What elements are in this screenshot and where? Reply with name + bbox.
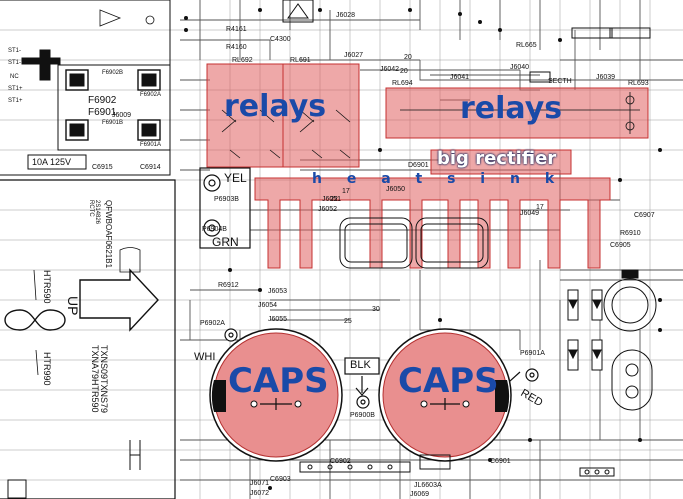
caps-label-right: CAPS — [398, 361, 499, 401]
fuse-rating-box — [27, 154, 87, 170]
pin-sl2: ST1- — [8, 60, 22, 66]
ref-j6040: J6040 — [510, 64, 530, 71]
relays-label-right: relays — [460, 91, 563, 126]
caps-label-left: CAPS — [228, 361, 329, 401]
wire-num-22: 22 — [330, 196, 338, 203]
fuse-f6902a-label: F6902A — [140, 92, 162, 98]
ref-d6901: D6901 — [408, 162, 429, 169]
ref-rl694: RL694 — [392, 80, 413, 87]
ref-p6904b: P6904B — [202, 226, 227, 233]
up-arrow — [79, 268, 159, 332]
pin-st1a: ST1+ — [8, 86, 23, 92]
wire-connectors — [199, 167, 539, 409]
ref-j6052: J6052 — [318, 206, 338, 213]
wire-num-25: 25 — [344, 318, 352, 325]
fuse-rating-label: 10A 125V — [32, 157, 72, 167]
wire-num-30: 30 — [372, 306, 380, 313]
ref-c6907: C6907 — [634, 212, 655, 219]
relays-label-left: relays — [224, 89, 327, 124]
ref-j6039: J6039 — [596, 74, 616, 81]
transformer-outline — [0, 179, 176, 499]
ref-rl693: RL693 — [628, 80, 649, 87]
rectifier-parts — [339, 217, 489, 269]
ref-r4161: R4161 — [226, 26, 247, 33]
fuse-f6901-label: F6901 — [88, 107, 117, 118]
ref-j6054: J6054 — [258, 302, 278, 309]
wire-num-17b: 17 — [342, 188, 350, 195]
part-codes-label: 2S14826 RCTC — [88, 200, 100, 225]
ref-j6053: J6053 — [268, 288, 288, 295]
fuse-f6901a-label: F6901A — [140, 142, 162, 148]
ref-j6027: J6027 — [344, 52, 364, 59]
ref-j6055: J6055 — [268, 316, 288, 323]
fuse-f6901b-label: F6901B — [102, 120, 124, 126]
up-label: UP — [65, 296, 81, 316]
ref-p6901a: P6901A — [520, 350, 545, 357]
ref-j6041: J6041 — [450, 74, 470, 81]
ref-c6901: C6901 — [490, 458, 511, 465]
htr590-label: HTR590 — [42, 270, 52, 304]
relay-symbols — [221, 92, 640, 159]
ref-j6050: J6050 — [386, 186, 406, 193]
ref-j6071: J6071 — [250, 480, 270, 487]
right-components — [129, 0, 657, 477]
coil-symbol — [4, 309, 66, 331]
ref-p6902a: P6902A — [200, 320, 225, 327]
ref-c6914: C6914 — [140, 164, 161, 171]
htr990-label: HTR990 — [42, 352, 52, 386]
ref-rl665: RL665 — [516, 42, 537, 49]
big-rectifier-label: big rectifier — [437, 148, 557, 169]
wire-num-17a: 17 — [536, 204, 544, 211]
ref-c4300: C4300 — [270, 36, 291, 43]
ref-r6910: R6910 — [620, 230, 641, 237]
fuse-block — [57, 64, 171, 151]
wire-num-20b: 20 — [400, 68, 408, 75]
ref-c6902: C6902 — [330, 458, 351, 465]
ref-j6069: J6069 — [410, 491, 430, 498]
ref-c6905: C6905 — [610, 242, 631, 249]
rectifier-box — [430, 149, 572, 175]
ref-r4160: R4160 — [226, 44, 247, 51]
ref-c6915: C6915 — [92, 164, 113, 171]
wire-yel-label: YEL — [224, 171, 247, 185]
ref-j6051: J6051 — [322, 196, 342, 203]
pin-sl1: ST1- — [8, 48, 22, 54]
wire-whi-label: WHI — [194, 351, 216, 363]
ref-rl691: RL691 — [290, 57, 311, 64]
pin-st1b: ST1+ — [8, 98, 23, 104]
heatsink-label: h e a t s i n k — [312, 171, 565, 187]
ref-p6903b: P6903B — [214, 196, 239, 203]
fuse-f6902-label: F6902 — [88, 95, 117, 106]
ref-j6009: J6009 — [112, 112, 132, 119]
wire-num-20a: 20 — [404, 54, 412, 61]
model-code-label: QFWBOAF0621B1 — [104, 200, 113, 269]
left-panel — [0, 0, 171, 176]
ref-jl6603a: JL6603A — [414, 482, 442, 489]
ref-p6900b: P6900B — [350, 412, 375, 419]
txn-model-label: TXNS09TXNS79 TXNA79HTR590 — [90, 345, 109, 414]
ref-secth: SECTH — [548, 78, 572, 85]
heatsink — [254, 177, 611, 269]
ref-j6028: J6028 — [336, 12, 356, 19]
relay-overlays — [206, 63, 649, 168]
ref-j6042: J6042 — [380, 66, 400, 73]
fuse-f6902b-label: F6902B — [102, 70, 124, 76]
ref-c6903: C6903 — [270, 476, 291, 483]
wire-grn-label: GRN — [212, 235, 239, 249]
ref-j6049: J6049 — [520, 210, 540, 217]
ref-j6072: J6072 — [250, 490, 270, 497]
relay-overlay-right — [385, 87, 649, 139]
via-dots — [184, 8, 662, 490]
ref-r6912: R6912 — [218, 282, 239, 289]
pin-nc: NC — [10, 74, 19, 80]
capacitors — [209, 328, 512, 462]
ref-rl692: RL692 — [232, 57, 253, 64]
wire-blk-label: BLK — [350, 359, 371, 371]
